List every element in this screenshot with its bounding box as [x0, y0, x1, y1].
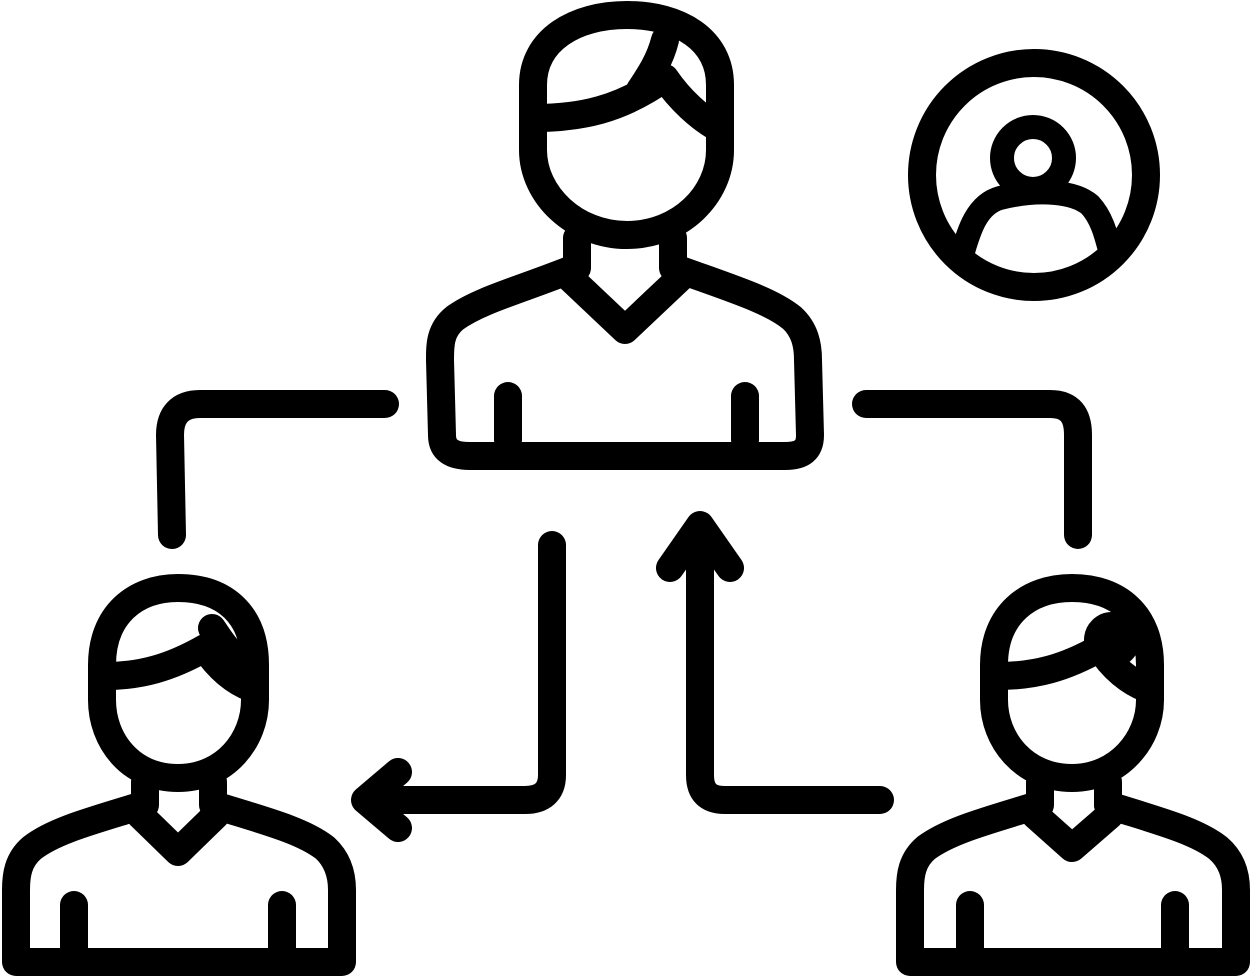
person-br-head	[980, 574, 1164, 792]
person-top-body	[426, 254, 824, 470]
arrow-to-top	[656, 511, 894, 814]
person-icon-top	[426, 1, 824, 470]
person-bl-hair-part	[198, 614, 254, 676]
person-br-collar	[1021, 801, 1124, 862]
user-circle-shoulders	[950, 180, 1122, 267]
arrow-down-left-head	[351, 758, 412, 842]
person-icon-bottom-left	[2, 574, 356, 976]
arrow-up-shaft	[686, 514, 894, 814]
person-br-body	[896, 791, 1250, 976]
user-circle-ring	[908, 49, 1160, 301]
person-icon-bottom-right	[896, 574, 1250, 976]
person-top-hair	[521, 64, 732, 142]
arrow-up-head	[656, 511, 744, 582]
person-bl-collar	[126, 801, 230, 866]
person-top-head	[519, 1, 734, 249]
user-circle-head	[990, 115, 1076, 201]
person-top-collar	[556, 264, 694, 344]
person-bl-hair	[92, 634, 266, 702]
connector-right-bracket	[852, 390, 1092, 549]
person-bl-body	[2, 791, 356, 976]
arrow-down-left-shaft	[366, 531, 566, 814]
person-br-hair-curl	[1084, 612, 1140, 668]
person-bl-head	[88, 574, 269, 792]
arrow-to-bottom-left	[351, 531, 566, 842]
connector-left-bracket	[156, 390, 399, 549]
person-top-hair-part	[626, 26, 679, 104]
user-circle-icon	[908, 49, 1160, 301]
